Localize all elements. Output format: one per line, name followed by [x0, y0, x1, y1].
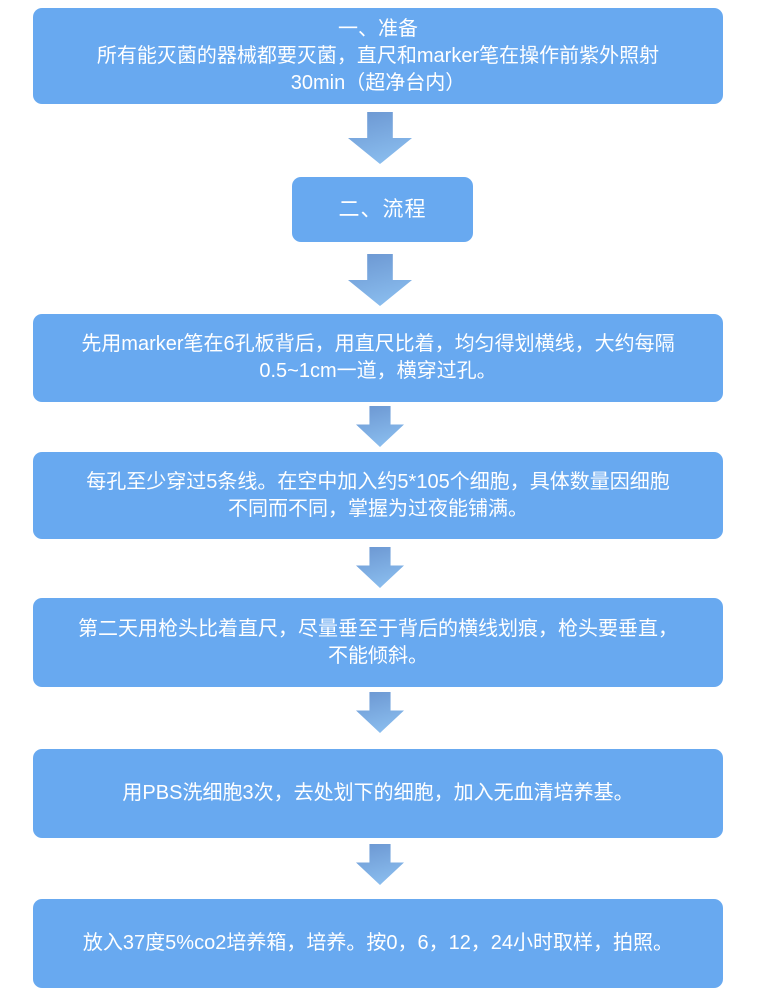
flow-step-incubate-photo: 放入37度5%co2培养箱，培养。按0，6，12，24小时取样，拍照。: [33, 899, 723, 988]
step-title: 一、准备: [338, 17, 418, 40]
down-arrow-icon: [356, 692, 404, 733]
step-text-line: 第二天用枪头比着直尺，尽量垂至于背后的横线划痕，枪头要垂直，: [78, 617, 678, 640]
flow-step-prepare: 一、准备 所有能灭菌的器械都要灭菌，直尺和marker笔在操作前紫外照射 30m…: [33, 8, 723, 104]
step-text-line: 不同而不同，掌握为过夜能铺满。: [228, 497, 528, 520]
flow-step-process-header: 二、流程: [292, 177, 473, 242]
step-text-line: 用PBS洗细胞3次，去处划下的细胞，加入无血清培养基。: [122, 782, 634, 804]
down-arrow-icon: [356, 547, 404, 588]
down-arrow-icon: [356, 844, 404, 885]
step-text-line: 所有能灭菌的器械都要灭菌，直尺和marker笔在操作前紫外照射: [96, 44, 660, 67]
step-text-line: 不能倾斜。: [328, 644, 428, 667]
flow-step-seed-cells: 每孔至少穿过5条线。在空中加入约5*105个细胞，具体数量因细胞 不同而不同，掌…: [33, 452, 723, 539]
step-text-line: 放入37度5%co2培养箱，培养。按0，6，12，24小时取样，拍照。: [82, 932, 674, 954]
down-arrow-icon: [356, 406, 404, 447]
flow-step-wash-pbs: 用PBS洗细胞3次，去处划下的细胞，加入无血清培养基。: [33, 749, 723, 838]
step-text-line: 30min（超净台内）: [290, 71, 466, 94]
step-title: 二、流程: [338, 198, 427, 221]
step-text-line: 0.5~1cm一道，横穿过孔。: [259, 360, 497, 382]
step-text-line: 先用marker笔在6孔板背后，用直尺比着，均匀得划横线，大约每隔: [81, 333, 675, 355]
step-text-line: 每孔至少穿过5条线。在空中加入约5*105个细胞，具体数量因细胞: [86, 470, 670, 493]
down-arrow-icon: [348, 254, 412, 306]
down-arrow-icon: [348, 112, 412, 164]
flow-step-scratch: 第二天用枪头比着直尺，尽量垂至于背后的横线划痕，枪头要垂直， 不能倾斜。: [33, 598, 723, 687]
flow-step-draw-lines: 先用marker笔在6孔板背后，用直尺比着，均匀得划横线，大约每隔 0.5~1c…: [33, 314, 723, 402]
